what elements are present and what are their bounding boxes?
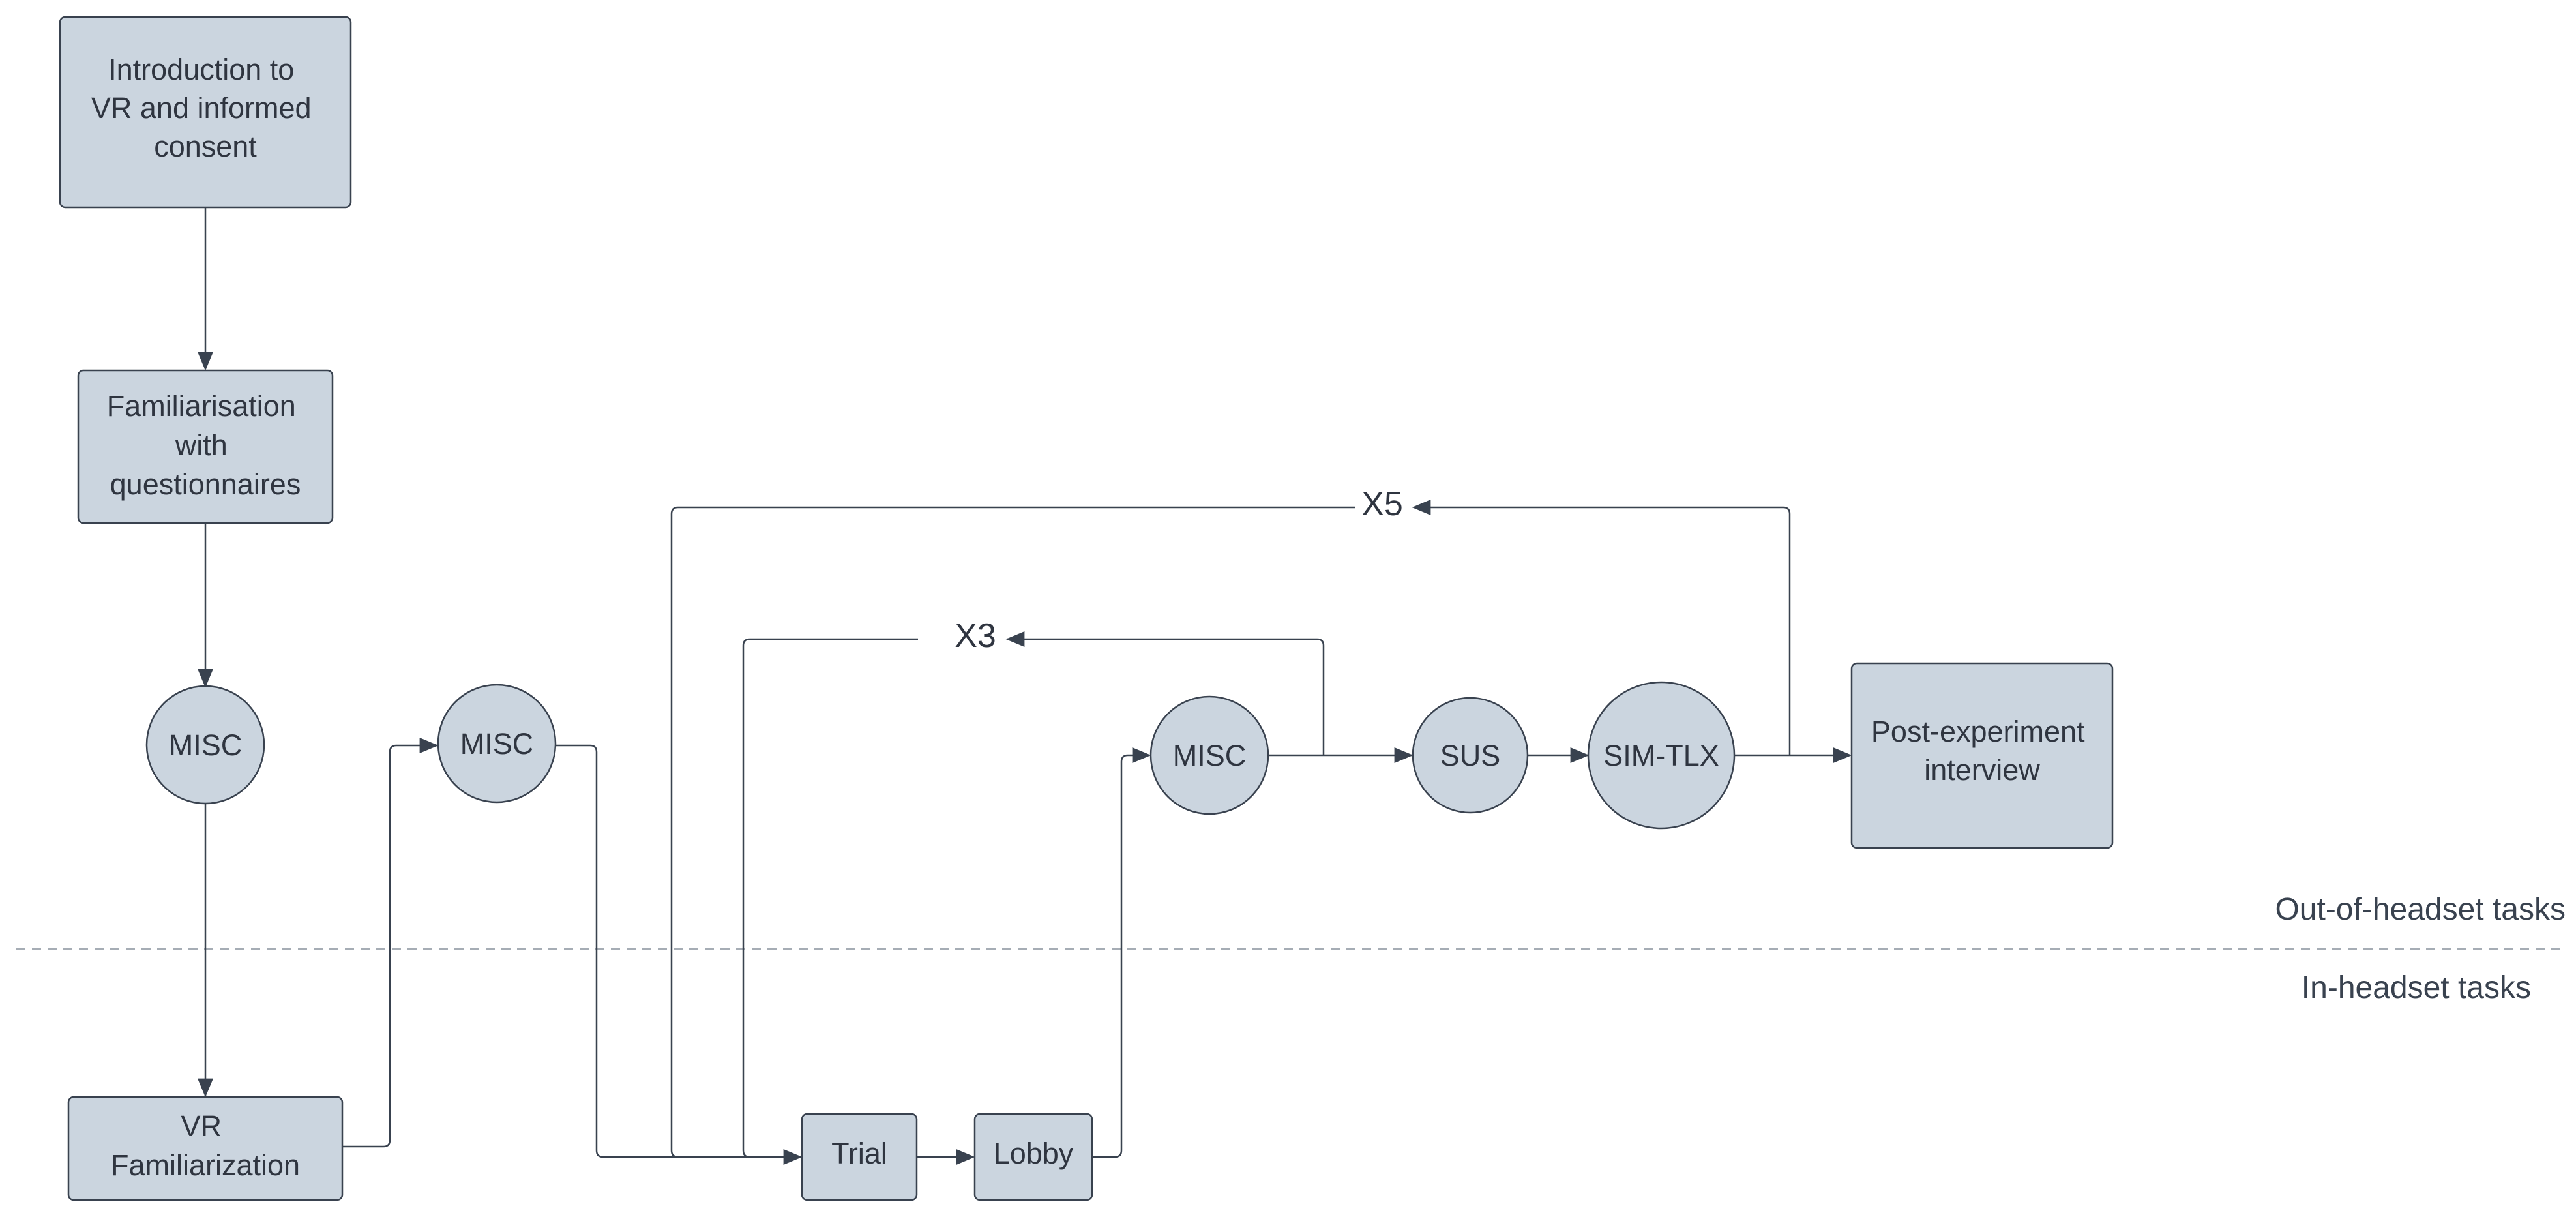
node-vr-familiarization-line-2: Familiarization — [111, 1149, 300, 1182]
edge-loop-x3-back-to-trial — [742, 638, 918, 1158]
node-misc-3: MISC — [1149, 695, 1269, 815]
svg-text:Introduction to VR and i: Introduction to VR and informed consent — [91, 53, 319, 163]
edge-vr-familiarization-to-misc-2 — [342, 738, 439, 1148]
zone-label-out-of-headset: Out-of-headset tasks — [2275, 892, 2566, 927]
node-intro-line-1: Introduction to — [108, 53, 294, 86]
node-intro: Introduction to VR and informed consent — [59, 16, 352, 209]
node-sim-tlx: SIM-TLX — [1587, 681, 1736, 830]
loop-label-x3: X3 — [955, 617, 996, 655]
node-familiarisation-line-1: Familiarisation — [107, 389, 296, 423]
svg-text:Familiarisation with: Familiarisation with questionnaires — [107, 389, 304, 501]
node-misc-2: MISC — [437, 684, 557, 804]
loop-label-x5: X5 — [1361, 485, 1403, 523]
node-familiarisation-line-2: with — [175, 428, 228, 462]
node-post-experiment-interview: Post-experiment interview — [1850, 662, 2114, 849]
svg-text:Post-experiment intervie: Post-experiment interview — [1871, 715, 2093, 787]
edges — [198, 207, 1852, 1165]
node-lobby-label: Lobby — [994, 1137, 1074, 1170]
node-lobby: Lobby — [973, 1113, 1093, 1201]
node-sim-tlx-label: SIM-TLX — [1603, 739, 1719, 772]
edge-loop-x3-return — [1005, 631, 1325, 755]
node-familiarisation-questionnaires: Familiarisation with questionnaires — [77, 369, 334, 524]
node-sus-label: SUS — [1440, 739, 1501, 772]
node-familiarisation-line-3: questionnaires — [110, 468, 301, 501]
node-misc-2-label: MISC — [460, 727, 534, 760]
edge-loop-x5-return — [1412, 500, 1791, 755]
node-vr-familiarization: VR Familiarization — [67, 1096, 344, 1201]
node-misc-1-label: MISC — [169, 729, 243, 762]
node-misc-3-label: MISC — [1173, 739, 1247, 772]
node-interview-line-2: interview — [1924, 753, 2040, 787]
node-trial: Trial — [801, 1113, 918, 1201]
zone-label-in-headset: In-headset tasks — [2302, 970, 2531, 1005]
node-intro-line-3: consent — [154, 130, 257, 163]
node-trial-label: Trial — [831, 1137, 887, 1170]
edge-misc-2-to-trial — [556, 744, 803, 1165]
svg-text:VR Familiarization: VR Familiarization — [111, 1109, 300, 1182]
node-misc-1: MISC — [145, 685, 265, 805]
edge-lobby-to-misc-3 — [1092, 747, 1151, 1158]
node-intro-line-2: VR and informed — [91, 91, 312, 125]
node-sus: SUS — [1412, 697, 1529, 814]
node-interview-line-1: Post-experiment — [1871, 715, 2085, 748]
edge-loop-x5-back-to-trial — [670, 506, 1355, 1158]
node-vr-familiarization-line-1: VR — [181, 1109, 222, 1143]
